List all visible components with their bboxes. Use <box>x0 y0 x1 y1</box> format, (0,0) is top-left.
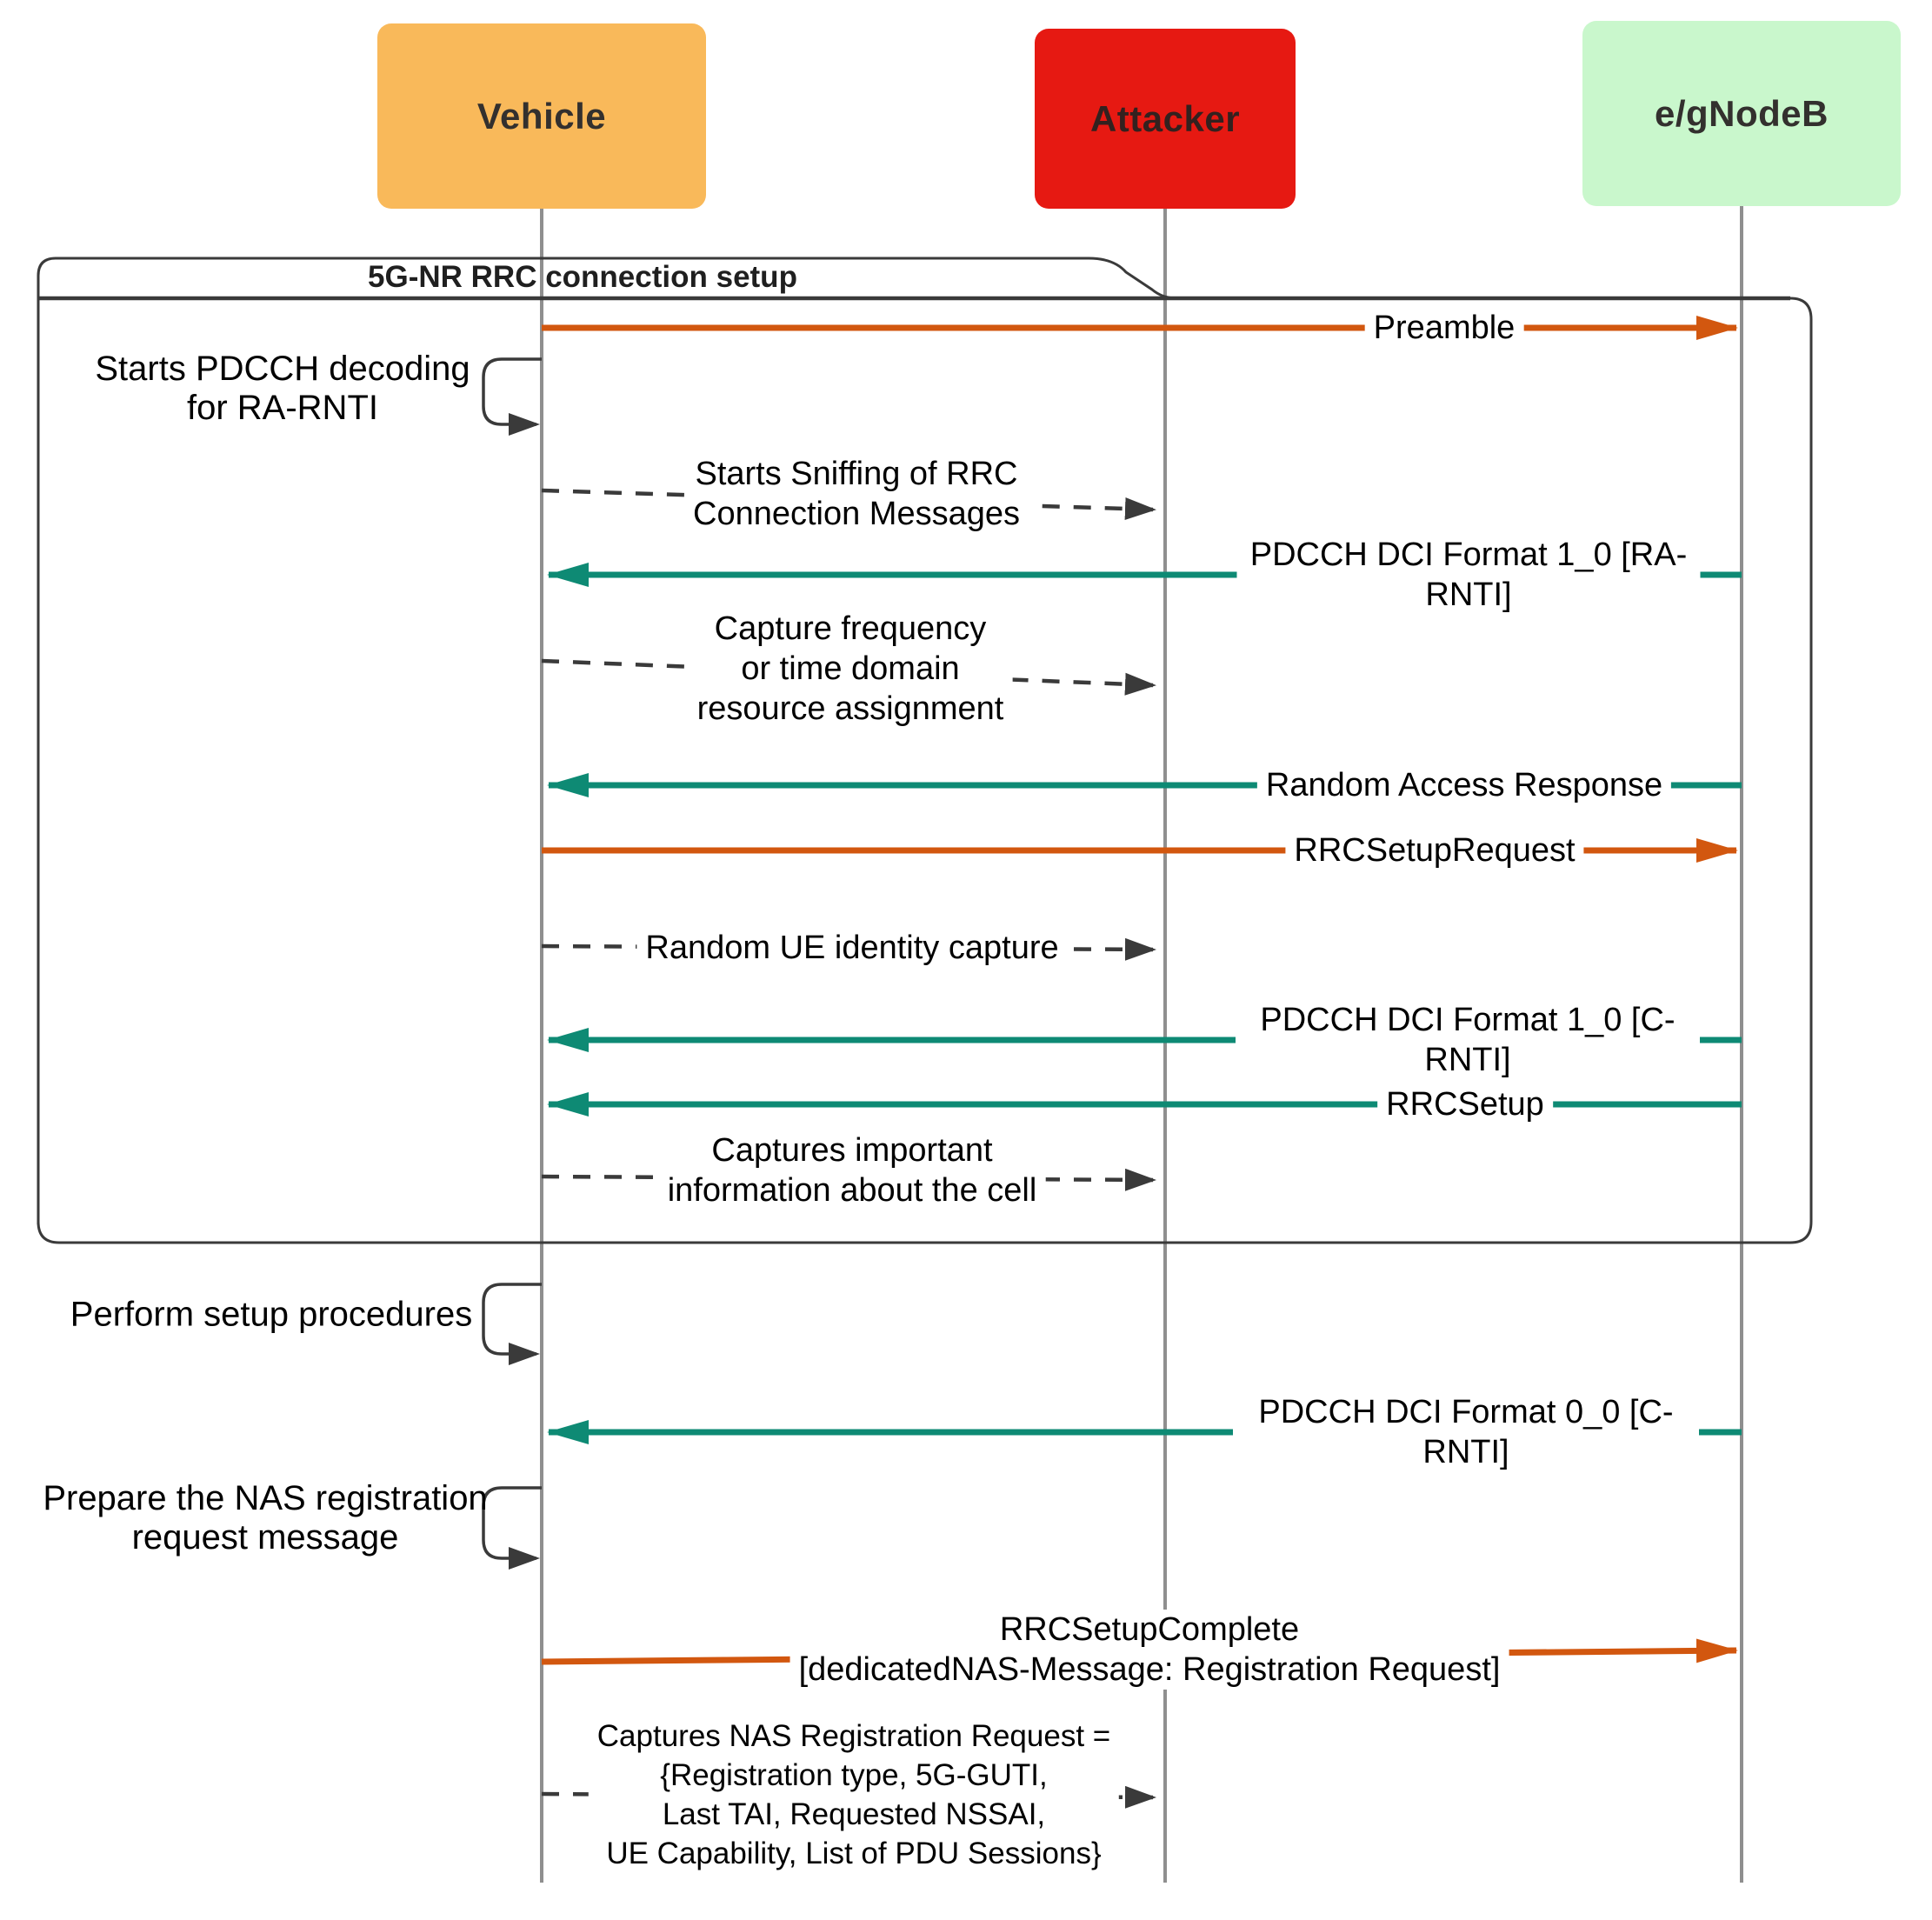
actor-vehicle: Vehicle <box>377 23 706 209</box>
actor-attacker: Attacker <box>1035 29 1296 209</box>
actor-vehicle-label: Vehicle <box>476 95 607 137</box>
message-label-capture-frequency: Capture frequency or time domain resourc… <box>688 609 1013 729</box>
message-label-rrcsetuprequest: RRCSetupRequest <box>1285 830 1584 870</box>
self-message-label-perform-setup: Perform setup procedures <box>70 1295 473 1334</box>
message-label-rrcsetup: RRCSetup <box>1377 1084 1553 1124</box>
message-label-rrcsetupcomplete: RRCSetupComplete [dedicatedNAS-Message: … <box>789 1610 1509 1690</box>
message-label-random-ue-identity: Random UE identity capture <box>636 928 1068 968</box>
self-message-arrow-perform-setup <box>482 1283 542 1365</box>
actor-egnodeb: e/gNodeB <box>1582 21 1901 206</box>
frame-title: 5G-NR RRC connection setup <box>368 260 797 294</box>
message-arrow-starts-sniffing <box>541 488 1156 520</box>
message-label-pdcch-dci-1-0-c-rnti: PDCCH DCI Format 1_0 [C-RNTI] <box>1236 1000 1700 1080</box>
message-label-starts-sniffing: Starts Sniffing of RRC Connection Messag… <box>684 454 1029 534</box>
message-label-pdcch-dci-1-0-ra-rnti: PDCCH DCI Format 1_0 [RA-RNTI] <box>1236 535 1701 615</box>
message-arrow-capture-frequency <box>541 658 1156 696</box>
message-arrow-cell-info <box>541 1168 1156 1191</box>
message-label-captures-nas: Captures NAS Registration Request = {Reg… <box>588 1717 1120 1873</box>
self-message-arrow-starts-pdcch <box>482 357 542 436</box>
message-label-random-access-response: Random Access Response <box>1256 765 1672 805</box>
self-message-label-starts-pdcch: Starts PDCCH decoding for RA-RNTI <box>95 350 470 427</box>
message-label-cell-info: Captures important information about the… <box>658 1130 1046 1210</box>
message-label-preamble: Preamble <box>1364 308 1524 348</box>
self-message-arrow-prepare-nas <box>482 1486 542 1570</box>
self-message-label-prepare-nas: Prepare the NAS registration request mes… <box>43 1479 488 1557</box>
actor-attacker-label: Attacker <box>1089 97 1241 139</box>
message-label-pdcch-dci-0-0-c-rnti: PDCCH DCI Format 0_0 [C-RNTI] <box>1233 1392 1699 1472</box>
actor-egnodeb-label: e/gNodeB <box>1654 92 1829 134</box>
